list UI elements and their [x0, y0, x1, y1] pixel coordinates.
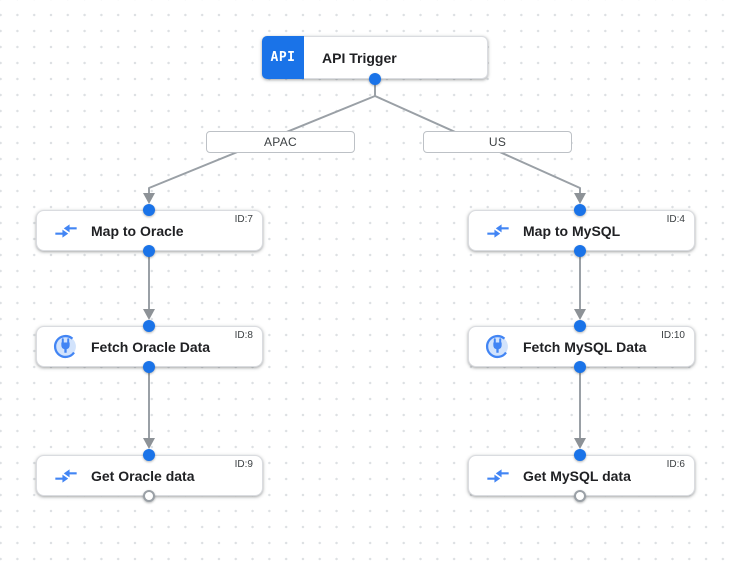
data-mapping-icon: [52, 468, 79, 484]
arrowhead-icon: [574, 438, 586, 449]
task-node-get-mysql-data[interactable]: ID:6 Get MySQL data: [468, 455, 695, 496]
output-port[interactable]: [143, 361, 155, 373]
output-port-unconnected[interactable]: [143, 490, 155, 502]
arrowhead-icon: [574, 309, 586, 320]
branch-text: APAC: [264, 135, 297, 149]
input-port[interactable]: [574, 320, 586, 332]
task-node-map-to-oracle[interactable]: ID:7 Map to Oracle: [36, 210, 263, 251]
task-label: Fetch Oracle Data: [91, 338, 211, 355]
data-mapping-icon: [484, 468, 511, 484]
connector-icon: [52, 334, 79, 359]
arrowhead-icon: [574, 193, 586, 204]
output-port[interactable]: [143, 245, 155, 257]
api-badge-text: API: [270, 50, 296, 65]
input-port[interactable]: [574, 204, 586, 216]
task-node-get-oracle-data[interactable]: ID:9 Get Oracle data: [36, 455, 263, 496]
input-port[interactable]: [143, 449, 155, 461]
api-trigger-icon: API: [262, 36, 304, 79]
input-port[interactable]: [143, 204, 155, 216]
input-port[interactable]: [143, 320, 155, 332]
arrowhead-icon: [143, 309, 155, 320]
output-port[interactable]: [574, 361, 586, 373]
data-mapping-icon: [52, 223, 79, 239]
connector-icon: [484, 334, 511, 359]
task-id-badge: ID:6: [666, 459, 685, 470]
task-id-badge: ID:8: [234, 330, 253, 341]
task-id-badge: ID:4: [666, 214, 685, 225]
trigger-label: API Trigger: [322, 49, 397, 66]
task-id-badge: ID:9: [234, 459, 253, 470]
branch-text: US: [488, 135, 507, 149]
input-port[interactable]: [574, 449, 586, 461]
data-mapping-icon: [484, 223, 511, 239]
branch-label-apac[interactable]: APAC: [206, 131, 355, 153]
task-label: Map to Oracle: [91, 222, 184, 239]
api-trigger-node[interactable]: API API Trigger: [262, 36, 488, 79]
task-label: Get Oracle data: [91, 467, 195, 484]
arrowhead-icon: [143, 438, 155, 449]
task-label: Map to MySQL: [523, 222, 621, 239]
task-label: Get MySQL data: [523, 467, 631, 484]
output-port-unconnected[interactable]: [574, 490, 586, 502]
edge-trigger-to-map-mysql: [374, 95, 581, 194]
arrowhead-icon: [143, 193, 155, 204]
task-label: Fetch MySQL Data: [523, 338, 647, 355]
output-port[interactable]: [574, 245, 586, 257]
branch-label-us[interactable]: US: [423, 131, 572, 153]
output-port[interactable]: [369, 73, 381, 85]
task-id-badge: ID:7: [234, 214, 253, 225]
task-id-badge: ID:10: [661, 330, 685, 341]
task-node-fetch-oracle-data[interactable]: ID:8 Fetch Oracle Data: [36, 326, 263, 367]
task-node-fetch-mysql-data[interactable]: ID:10 Fetch MySQL Data: [468, 326, 695, 367]
